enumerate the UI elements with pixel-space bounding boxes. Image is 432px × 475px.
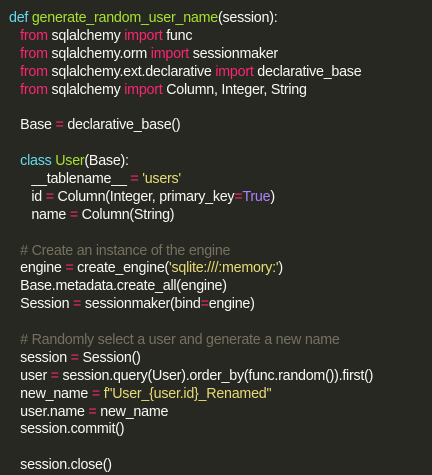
- code-token: user: [9, 367, 51, 384]
- code-token: from: [20, 27, 48, 44]
- code-token: session.commit(): [9, 421, 125, 438]
- code-line[interactable]: id = Column(Integer, primary_key=True): [9, 189, 432, 207]
- code-line[interactable]: user = session.query(User).order_by(func…: [9, 368, 432, 386]
- code-token: [9, 332, 20, 348]
- code-token: from: [20, 63, 48, 80]
- code-token: =: [70, 349, 79, 366]
- code-token: Column, Integer, String: [162, 81, 307, 98]
- code-token: [9, 46, 20, 62]
- code-token: [9, 153, 20, 169]
- code-line[interactable]: def generate_random_user_name(session):: [9, 10, 432, 28]
- code-token: name: [9, 206, 70, 223]
- code-token: declarative_base(): [63, 117, 181, 134]
- code-token: 'sqlite:///:memory:': [169, 260, 279, 277]
- code-token: import: [150, 45, 190, 62]
- code-token: session.query(User).order_by(func.random…: [58, 367, 374, 384]
- code-line[interactable]: from sqlalchemy import Column, Integer, …: [9, 82, 432, 100]
- code-line[interactable]: session = Session(): [9, 350, 432, 368]
- code-token: =: [45, 188, 54, 205]
- code-token: declarative_base: [253, 63, 362, 80]
- code-line[interactable]: session.commit(): [9, 421, 432, 439]
- code-token: =: [130, 171, 139, 188]
- code-token: Session: [9, 296, 74, 313]
- code-token: [9, 243, 20, 259]
- code-token: User: [55, 153, 85, 170]
- code-line[interactable]: __tablename__ = 'users': [9, 171, 432, 189]
- code-line[interactable]: engine = create_engine('sqlite:///:memor…: [9, 260, 432, 278]
- code-line[interactable]: [9, 135, 432, 153]
- code-token: ): [278, 260, 283, 277]
- code-token: import: [124, 27, 163, 44]
- code-line[interactable]: name = Column(String): [9, 207, 432, 225]
- code-token: session.close(): [9, 457, 112, 474]
- code-token: sqlalchemy: [47, 81, 125, 98]
- code-token: =: [55, 117, 64, 134]
- code-token: def: [9, 10, 29, 26]
- code-line[interactable]: # Randomly select a user and generate a …: [9, 332, 432, 350]
- code-token: sqlalchemy.ext.declarative: [47, 63, 216, 80]
- code-line[interactable]: [9, 314, 432, 332]
- code-token: new_name: [9, 385, 92, 402]
- code-token: engine: [9, 260, 66, 277]
- code-token: id: [9, 188, 46, 205]
- code-line[interactable]: [9, 225, 432, 243]
- code-token: f"User_{user.id}_Renamed": [103, 385, 272, 402]
- code-token: ): [270, 188, 275, 205]
- code-token: generate_random_user_name: [31, 10, 218, 26]
- code-token: =: [65, 260, 74, 277]
- code-token: # Randomly select a user and generate a …: [20, 332, 340, 349]
- code-token: engine): [208, 296, 255, 313]
- code-token: =: [91, 385, 100, 402]
- code-line[interactable]: user.name = new_name: [9, 404, 432, 422]
- code-token: True: [242, 188, 271, 205]
- code-token: func: [162, 27, 193, 44]
- code-line[interactable]: new_name = f"User_{user.id}_Renamed": [9, 386, 432, 404]
- code-token: create_engine(: [73, 260, 170, 277]
- code-token: (Base):: [84, 153, 129, 170]
- code-token: Base.metadata.create_all(engine): [9, 278, 227, 295]
- code-token: sqlalchemy: [47, 27, 125, 44]
- code-token: [9, 82, 20, 98]
- code-token: import: [215, 63, 254, 80]
- code-line[interactable]: from sqlalchemy import func: [9, 28, 432, 46]
- code-line[interactable]: from sqlalchemy.ext.declarative import d…: [9, 64, 432, 82]
- code-token: =: [69, 206, 78, 223]
- code-token: Column(Integer, primary_key: [53, 188, 235, 205]
- code-line[interactable]: # Create an instance of the engine: [9, 243, 432, 261]
- code-token: Session(): [78, 349, 141, 366]
- code-token: import: [124, 81, 163, 98]
- code-token: (session):: [217, 10, 278, 26]
- code-line[interactable]: from sqlalchemy.orm import sessionmaker: [9, 46, 432, 64]
- code-token: sessionmaker(bind: [81, 296, 201, 313]
- code-line[interactable]: [9, 439, 432, 457]
- code-token: 'users': [142, 171, 181, 188]
- code-token: =: [73, 296, 82, 313]
- code-token: [9, 64, 20, 80]
- code-line[interactable]: Base = declarative_base(): [9, 117, 432, 135]
- code-token: Column(String): [77, 206, 175, 223]
- code-token: class: [20, 153, 52, 170]
- code-line[interactable]: class User(Base):: [9, 153, 432, 171]
- code-token: sessionmaker: [189, 45, 278, 62]
- code-token: =: [88, 403, 97, 420]
- code-line[interactable]: [9, 99, 432, 117]
- code-token: new_name: [96, 403, 169, 420]
- code-token: [9, 28, 20, 44]
- code-token: # Create an instance of the engine: [20, 242, 231, 259]
- code-token: sqlalchemy.orm: [47, 45, 151, 62]
- code-token: user.name: [9, 403, 89, 420]
- code-token: from: [20, 45, 48, 62]
- code-token: =: [50, 367, 59, 384]
- code-line[interactable]: Base.metadata.create_all(engine): [9, 278, 432, 296]
- code-token: =: [200, 296, 209, 313]
- code-token: Base: [9, 117, 56, 134]
- code-token: =: [234, 188, 243, 205]
- code-token: session: [9, 349, 71, 366]
- code-line[interactable]: Session = sessionmaker(bind=engine): [9, 296, 432, 314]
- code-line[interactable]: session.close(): [9, 457, 432, 475]
- code-token: __tablename__: [9, 171, 131, 188]
- code-token: from: [20, 81, 48, 98]
